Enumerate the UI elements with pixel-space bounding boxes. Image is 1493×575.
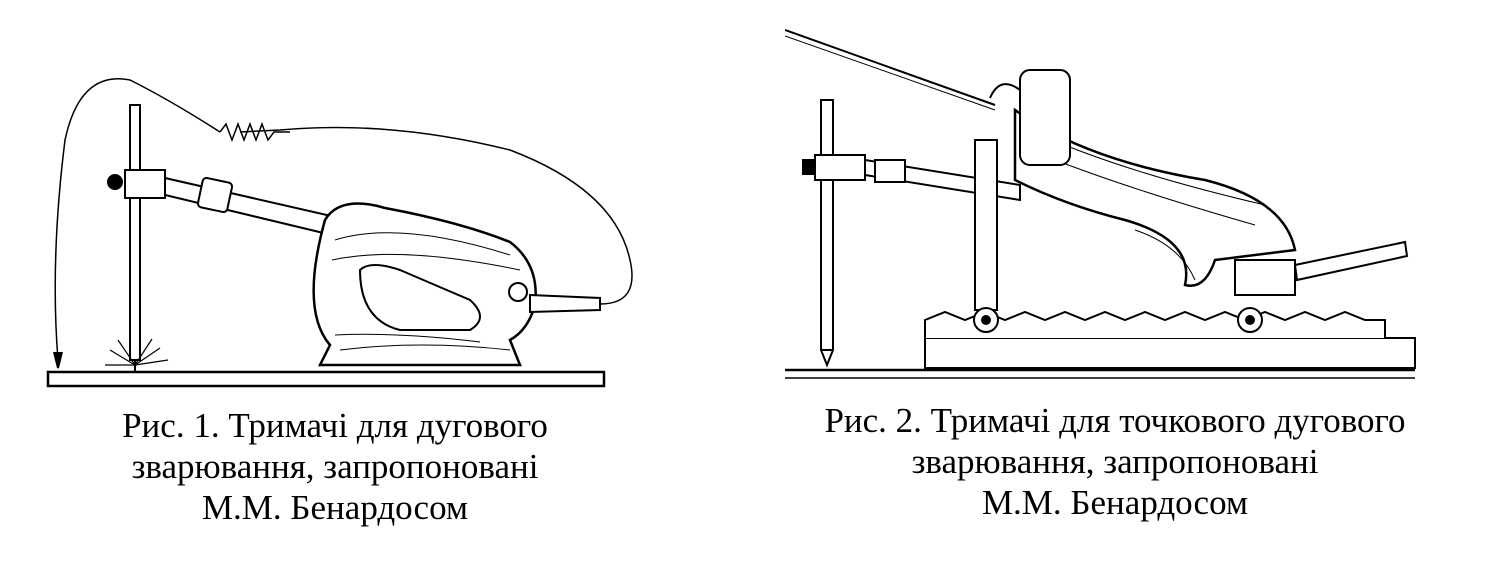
arc-welding-holder-drawing	[46, 78, 633, 388]
caption-line: Рис. 2. Тримачі для точкового дугового	[824, 401, 1406, 440]
caption-line: Рис. 1. Тримачі для дугового	[122, 406, 548, 445]
figure-1-illustration	[40, 60, 640, 395]
figure-1-caption: Рис. 1. Тримачі для дугового зварювання,…	[40, 405, 630, 528]
caption-line: М.М. Бенардосом	[981, 483, 1249, 522]
figure-2-illustration	[785, 20, 1425, 385]
caption-line: зварювання, запропоновані	[131, 447, 539, 486]
figure-2-caption: Рис. 2. Тримачі для точкового дугового з…	[770, 400, 1460, 523]
spot-arc-welding-holder-drawing	[785, 29, 1416, 379]
caption-line: зварювання, запропоновані	[911, 442, 1319, 481]
caption-line: М.М. Бенардосом	[201, 488, 469, 527]
